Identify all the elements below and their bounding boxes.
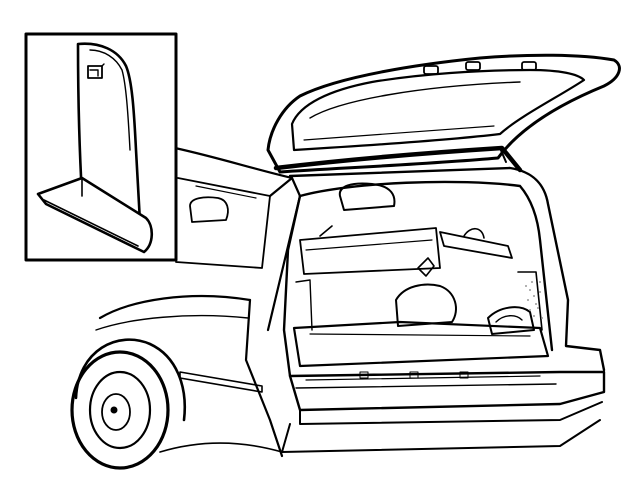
right-panel-shading bbox=[525, 281, 543, 319]
detail-inset bbox=[24, 32, 178, 262]
car-body bbox=[95, 146, 302, 458]
rear-wheel bbox=[70, 338, 187, 470]
rear-opening bbox=[281, 166, 606, 453]
cargo-interior bbox=[189, 182, 543, 335]
open-tailgate bbox=[266, 53, 621, 174]
clip-mark bbox=[87, 65, 103, 79]
divider-panel bbox=[36, 42, 154, 254]
